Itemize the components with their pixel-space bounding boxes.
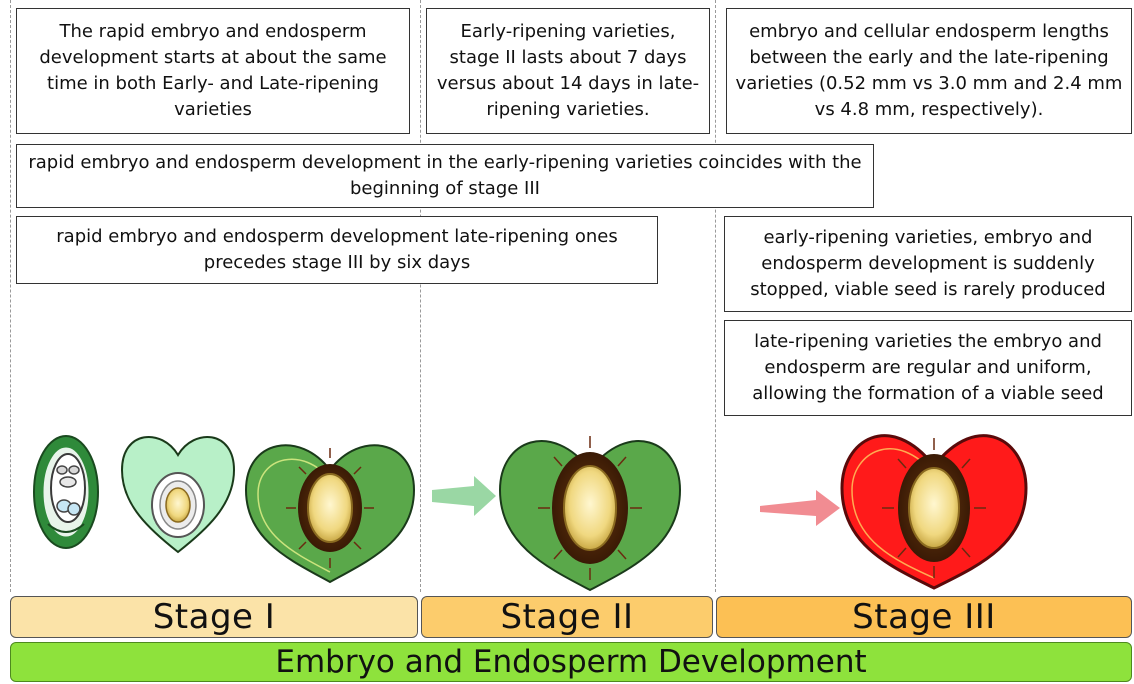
note-early-stopped: early-ripening varieties, embryo and end… <box>724 216 1132 312</box>
ovule-illustration <box>33 435 99 549</box>
green-arrow-icon <box>432 476 496 516</box>
stage-1-label: Stage I <box>10 596 418 638</box>
note-stage2-duration-text: Early-ripening varieties, stage II lasts… <box>436 21 700 120</box>
young-fruit-illustration <box>120 436 236 554</box>
note-late-regular-text: late-ripening varieties the embryo and e… <box>752 331 1104 404</box>
note-early-coincides: rapid embryo and endosperm development i… <box>16 144 874 208</box>
note-lengths: embryo and cellular endosperm lengths be… <box>726 8 1132 134</box>
stage-3-text: Stage III <box>852 597 996 637</box>
note-stage1-start: The rapid embryo and endosperm developme… <box>16 8 410 134</box>
note-early-stopped-text: early-ripening varieties, embryo and end… <box>750 227 1106 300</box>
note-early-coincides-text: rapid embryo and endosperm development i… <box>28 152 862 199</box>
stage-divider-2-3 <box>715 0 716 592</box>
note-stage2-duration: Early-ripening varieties, stage II lasts… <box>426 8 710 134</box>
green-fruit-stage1-illustration <box>244 444 416 584</box>
note-lengths-text: embryo and cellular endosperm lengths be… <box>735 21 1123 120</box>
note-late-precedes-text: rapid embryo and endosperm development l… <box>56 226 618 273</box>
note-late-regular: late-ripening varieties the embryo and e… <box>724 320 1132 416</box>
red-fruit-stage3-illustration <box>840 434 1028 590</box>
stage-divider-1-2 <box>420 0 421 592</box>
green-fruit-stage2-illustration <box>498 436 682 592</box>
stage-3-label: Stage III <box>716 596 1132 638</box>
note-late-precedes: rapid embryo and endosperm development l… <box>16 216 658 284</box>
stage-1-text: Stage I <box>152 597 276 637</box>
note-stage1-start-text: The rapid embryo and endosperm developme… <box>39 21 387 120</box>
stage-divider-left <box>10 0 11 592</box>
development-title: Embryo and Endosperm Development <box>275 644 867 680</box>
red-arrow-icon <box>760 490 840 526</box>
stage-2-text: Stage II <box>500 597 634 637</box>
stage-2-label: Stage II <box>421 596 713 638</box>
development-title-bar: Embryo and Endosperm Development <box>10 642 1132 682</box>
